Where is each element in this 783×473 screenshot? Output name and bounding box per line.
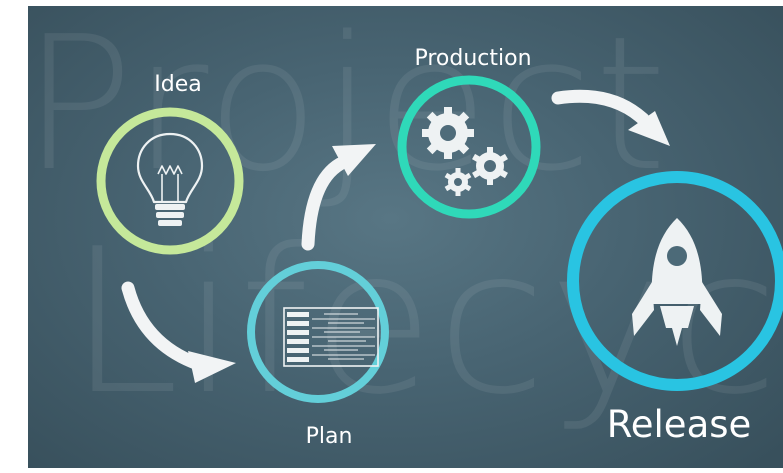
idea-node [96,107,244,255]
arrow-production-to-release [551,89,670,146]
document-list-icon [283,307,379,367]
plan-label: Plan [305,424,353,449]
production-label: Production [414,46,532,71]
release-label: Release [606,403,752,446]
plan-node [247,261,389,403]
release-node [567,171,783,391]
arrow-idea-to-plan [121,281,236,383]
arrow-plan-to-production [301,144,376,251]
idea-label: Idea [154,72,202,97]
watermark-project: Project [28,6,669,212]
rocket-icon [632,218,722,346]
diagram-graphics [96,75,783,403]
gears-icon [422,107,508,196]
lifecycle-diagram: Project Lifecycl [28,6,783,468]
lightbulb-icon [136,132,204,226]
production-node [397,75,541,219]
